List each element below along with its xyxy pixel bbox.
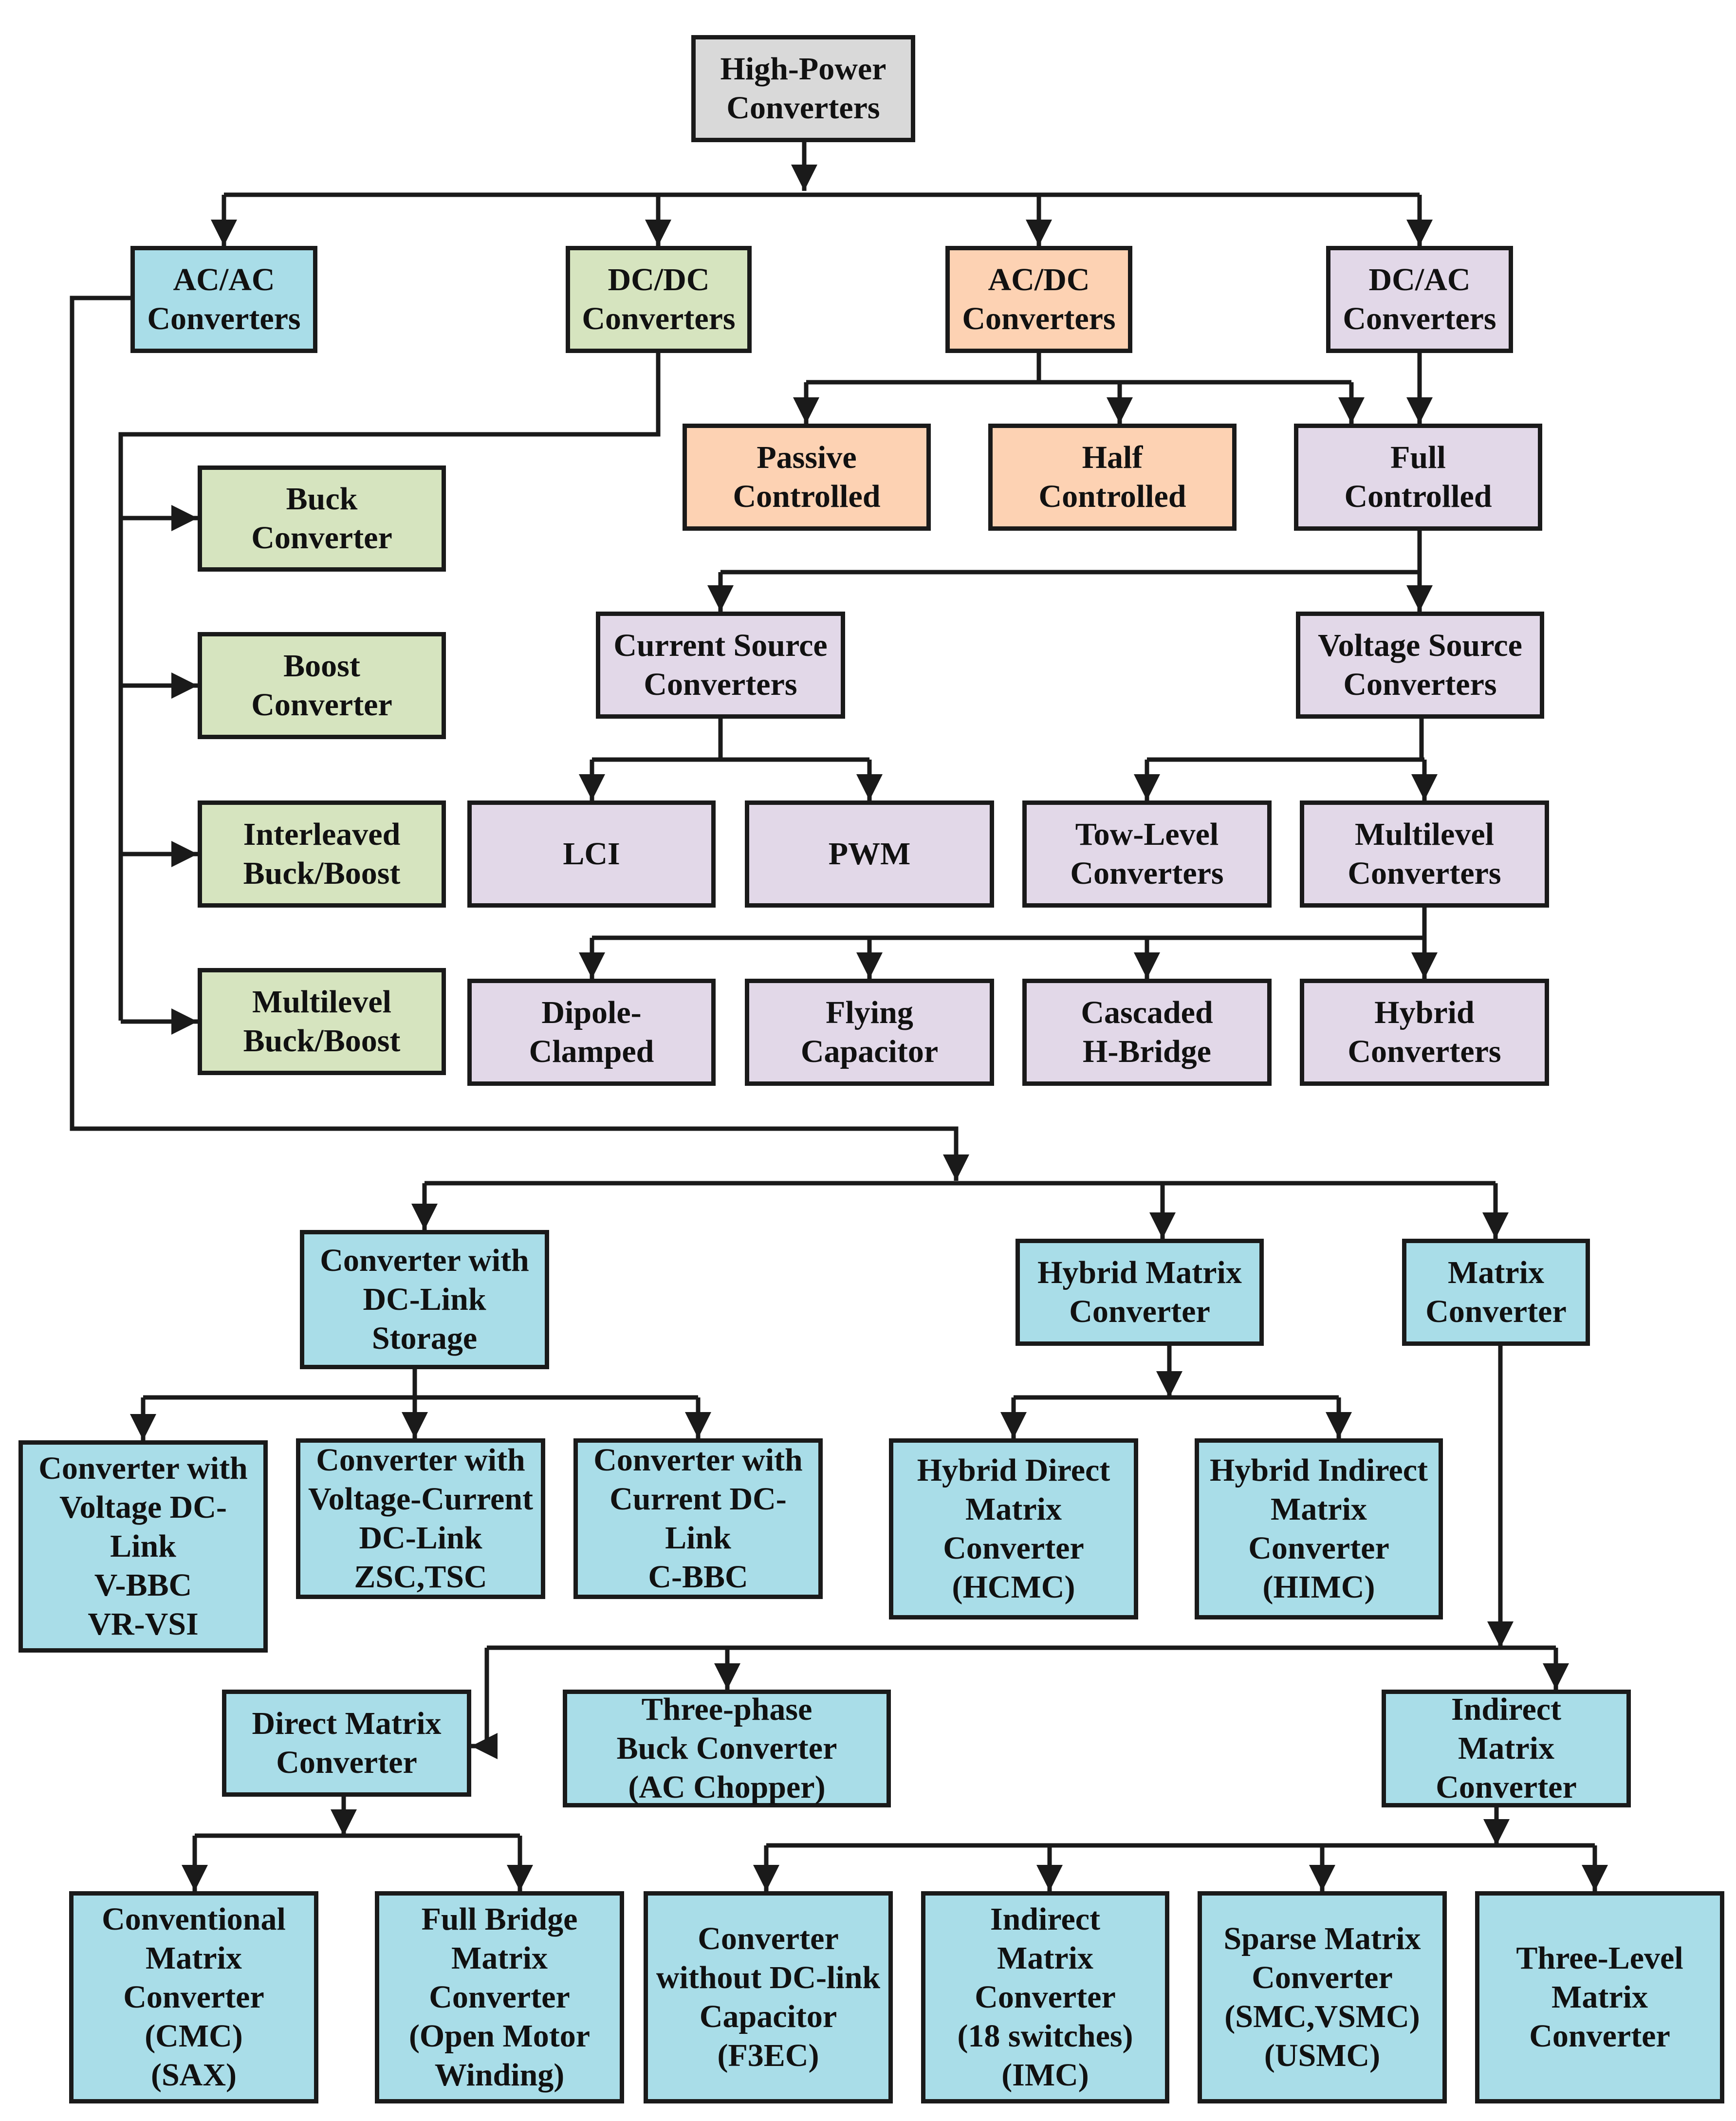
node-voltage-source-converters: Voltage Source Converters xyxy=(1296,612,1544,719)
node-converter-with-current-dc-link: Converter with Current DC- Link C-BBC xyxy=(573,1438,823,1599)
node-converter-without-dc-link-capacitor: Converter without DC-link Capacitor (F3E… xyxy=(644,1891,893,2103)
node-converter-with-voltage-dc-link: Converter with Voltage DC- Link V-BBC VR… xyxy=(18,1440,268,1653)
connector-acac-trunk xyxy=(70,296,969,1181)
node-three-level-matrix-converter: Three-Level Matrix Converter xyxy=(1475,1891,1724,2103)
node-flying-capacitor: Flying Capacitor xyxy=(745,979,994,1086)
node-pwm: PWM xyxy=(745,800,994,908)
node-dc-dc-converters: DC/DC Converters xyxy=(566,246,752,353)
node-lci: LCI xyxy=(467,800,716,908)
node-ac-dc-converters: AC/DC Converters xyxy=(945,246,1132,353)
node-high-power-converters: High-Power Converters xyxy=(691,35,915,142)
node-dipole-clamped: Dipole- Clamped xyxy=(467,979,716,1086)
node-sparse-matrix-converter: Sparse Matrix Converter (SMC,VSMC) (USMC… xyxy=(1198,1891,1447,2103)
node-dc-ac-converters: DC/AC Converters xyxy=(1326,246,1513,353)
node-converter-with-dc-link-storage: Converter with DC-Link Storage xyxy=(300,1230,549,1369)
node-ac-ac-converters: AC/AC Converters xyxy=(130,246,317,353)
node-three-phase-buck-converter: Three-phase Buck Converter (AC Chopper) xyxy=(563,1690,891,1807)
node-full-controlled: Full Controlled xyxy=(1294,424,1542,531)
node-indirect-matrix-converter: Indirect Matrix Converter xyxy=(1382,1690,1631,1807)
node-multilevel-converters: Multilevel Converters xyxy=(1300,800,1549,908)
node-indirect-matrix-converter-18-switches: Indirect Matrix Converter (18 switches) … xyxy=(921,1891,1169,2103)
connector-dcdc-trunk xyxy=(118,353,661,1021)
node-passive-controlled: Passive Controlled xyxy=(683,424,931,531)
node-hybrid-converters: Hybrid Converters xyxy=(1300,979,1549,1086)
node-buck-converter: Buck Converter xyxy=(198,465,446,572)
node-current-source-converters: Current Source Converters xyxy=(596,612,845,719)
node-conventional-matrix-converter: Conventional Matrix Converter (CMC) (SAX… xyxy=(69,1891,318,2103)
node-hybrid-direct-matrix-converter: Hybrid Direct Matrix Converter (HCMC) xyxy=(889,1438,1138,1619)
node-half-controlled: Half Controlled xyxy=(988,424,1237,531)
node-cascaded-h-bridge: Cascaded H-Bridge xyxy=(1022,979,1272,1086)
node-interleaved-buck-boost: Interleaved Buck/Boost xyxy=(198,800,446,908)
node-hybrid-indirect-matrix-converter: Hybrid Indirect Matrix Converter (HIMC) xyxy=(1195,1438,1443,1619)
node-multilevel-buck-boost: Multilevel Buck/Boost xyxy=(198,968,446,1075)
node-hybrid-matrix-converter: Hybrid Matrix Converter xyxy=(1016,1239,1264,1346)
node-direct-matrix-converter: Direct Matrix Converter xyxy=(222,1690,471,1797)
node-boost-converter: Boost Converter xyxy=(198,632,446,739)
connector-matrix-direct xyxy=(471,1648,498,1759)
node-full-bridge-matrix-converter: Full Bridge Matrix Converter (Open Motor… xyxy=(375,1891,624,2103)
node-two-level-converters: Tow-Level Converters xyxy=(1022,800,1272,908)
node-converter-with-voltage-current-dc-link: Converter with Voltage-Current DC-Link Z… xyxy=(296,1438,545,1599)
node-matrix-converter: Matrix Converter xyxy=(1402,1239,1590,1346)
